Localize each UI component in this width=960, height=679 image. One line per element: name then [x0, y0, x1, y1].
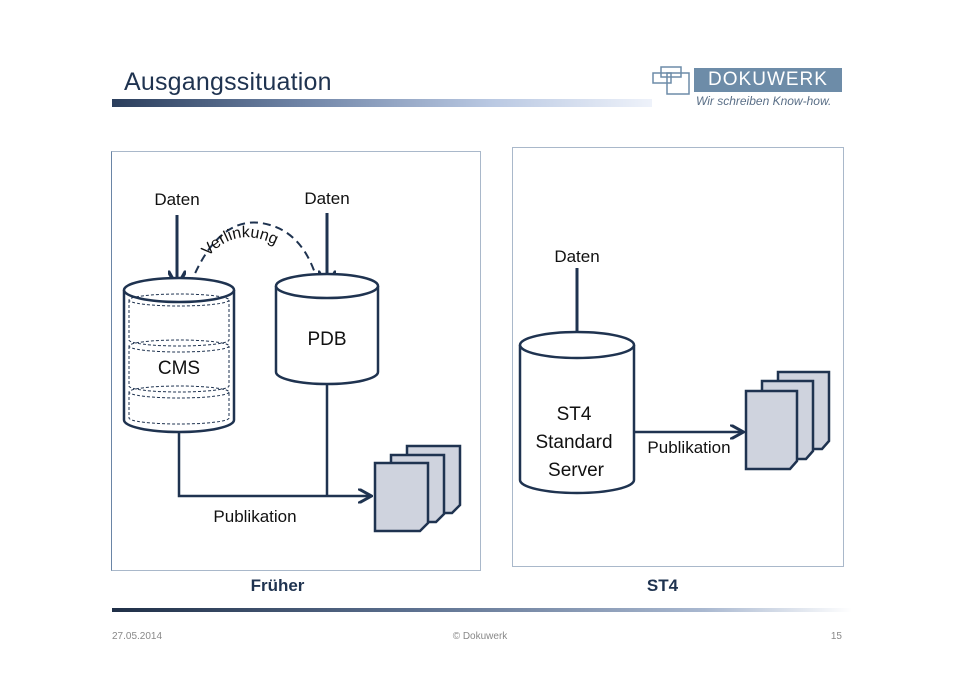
st4-server-line-2: Standard	[535, 432, 612, 453]
cms-label: CMS	[158, 358, 200, 379]
pdb-input-label: Daten	[304, 189, 349, 208]
left-publication-label: Publikation	[213, 507, 296, 526]
st4-input-label: Daten	[554, 247, 599, 266]
footer-page-number: 15	[830, 631, 842, 642]
logo-squares-icon	[652, 66, 690, 95]
caption-st4: ST4	[646, 576, 679, 595]
cms-publication-connector	[177, 432, 370, 496]
logo-tagline: Wir schreiben Know-how.	[696, 94, 832, 108]
right-document-stack-icon	[744, 370, 831, 471]
footer-divider-bar	[112, 608, 852, 612]
st4-server-cylinder	[518, 330, 636, 495]
pdb-cylinder	[274, 272, 380, 386]
verlinkung-arc	[189, 221, 319, 286]
footer-date: 27.05.2014	[112, 631, 163, 642]
verlinkung-label: Verlinkung	[199, 224, 281, 259]
left-document-stack-icon	[373, 444, 462, 533]
st4-server-line-3: Server	[548, 460, 605, 481]
title-underline-bar	[112, 99, 652, 107]
cms-cylinder	[122, 276, 236, 434]
st4-server-line-1: ST4	[557, 404, 592, 425]
dokuwerk-logo: DOKUWERK Wir schreiben Know-how.	[652, 66, 842, 110]
footer-copyright: © Dokuwerk	[452, 631, 508, 642]
slide-title: Ausgangssituation	[124, 68, 332, 96]
logo-wordmark-box: DOKUWERK	[694, 68, 842, 92]
cms-input-label: Daten	[154, 190, 199, 209]
caption-frueher: Früher	[250, 576, 305, 595]
right-publication-label: Publikation	[647, 438, 730, 457]
pdb-label: PDB	[307, 329, 346, 350]
logo-wordmark: DOKUWERK	[708, 69, 828, 90]
